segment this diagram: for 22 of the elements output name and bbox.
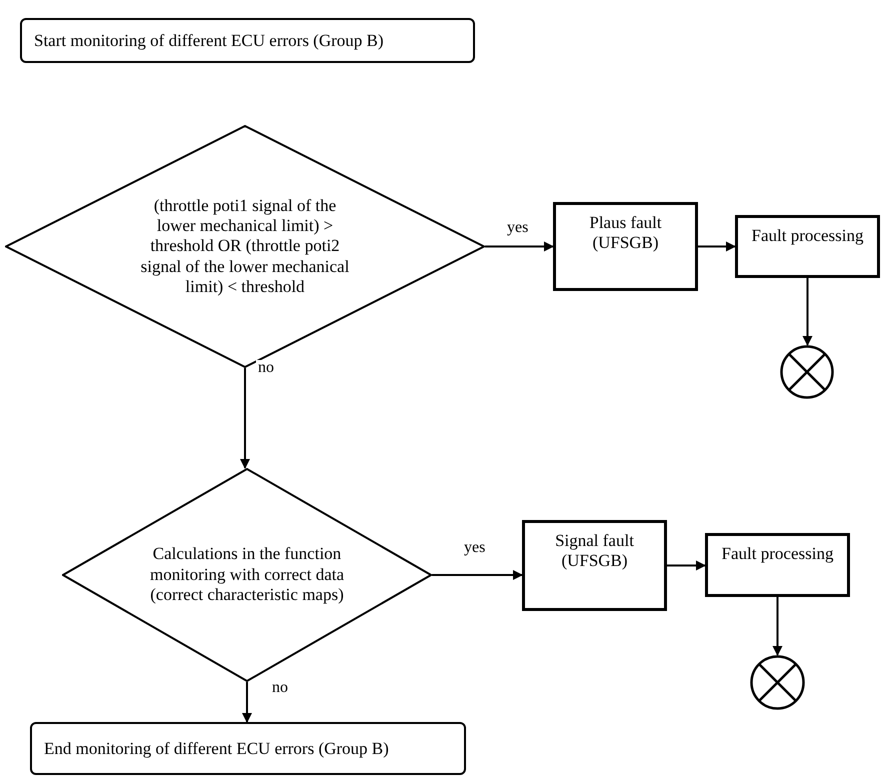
- terminal-box: [20, 18, 475, 63]
- arrow: [432, 570, 523, 580]
- arrow: [772, 597, 782, 656]
- terminal-box: [30, 722, 466, 775]
- arrow: [485, 242, 554, 252]
- process-box: [735, 215, 880, 278]
- arrow: [698, 242, 736, 252]
- node-text: Fault processing: [752, 226, 864, 246]
- process-box: [522, 520, 667, 611]
- node-text: End monitoring of different ECU errors (Group B): [44, 738, 390, 760]
- node-text: Fault processing: [722, 544, 834, 564]
- arrow: [242, 682, 252, 723]
- node-text: (throttle poti1 signal of the lower mechanical limit) > threshold OR (throttle poti2 signal of the lower mechanical limit) < threshold: [140, 196, 350, 298]
- process-box: [553, 202, 698, 291]
- node-text: Start monitoring of different ECU errors (Group B): [34, 30, 385, 52]
- node-text: Calculations in the function monitoring with correct data (correct characteristic maps): [148, 544, 346, 606]
- node-text: Plaus fault (UFSGB): [588, 213, 663, 254]
- process-box: [705, 533, 850, 597]
- arrow: [802, 278, 812, 346]
- arrow: [240, 368, 250, 469]
- node-text: Signal fault (UFSGB): [554, 531, 635, 572]
- arrow: [667, 560, 706, 570]
